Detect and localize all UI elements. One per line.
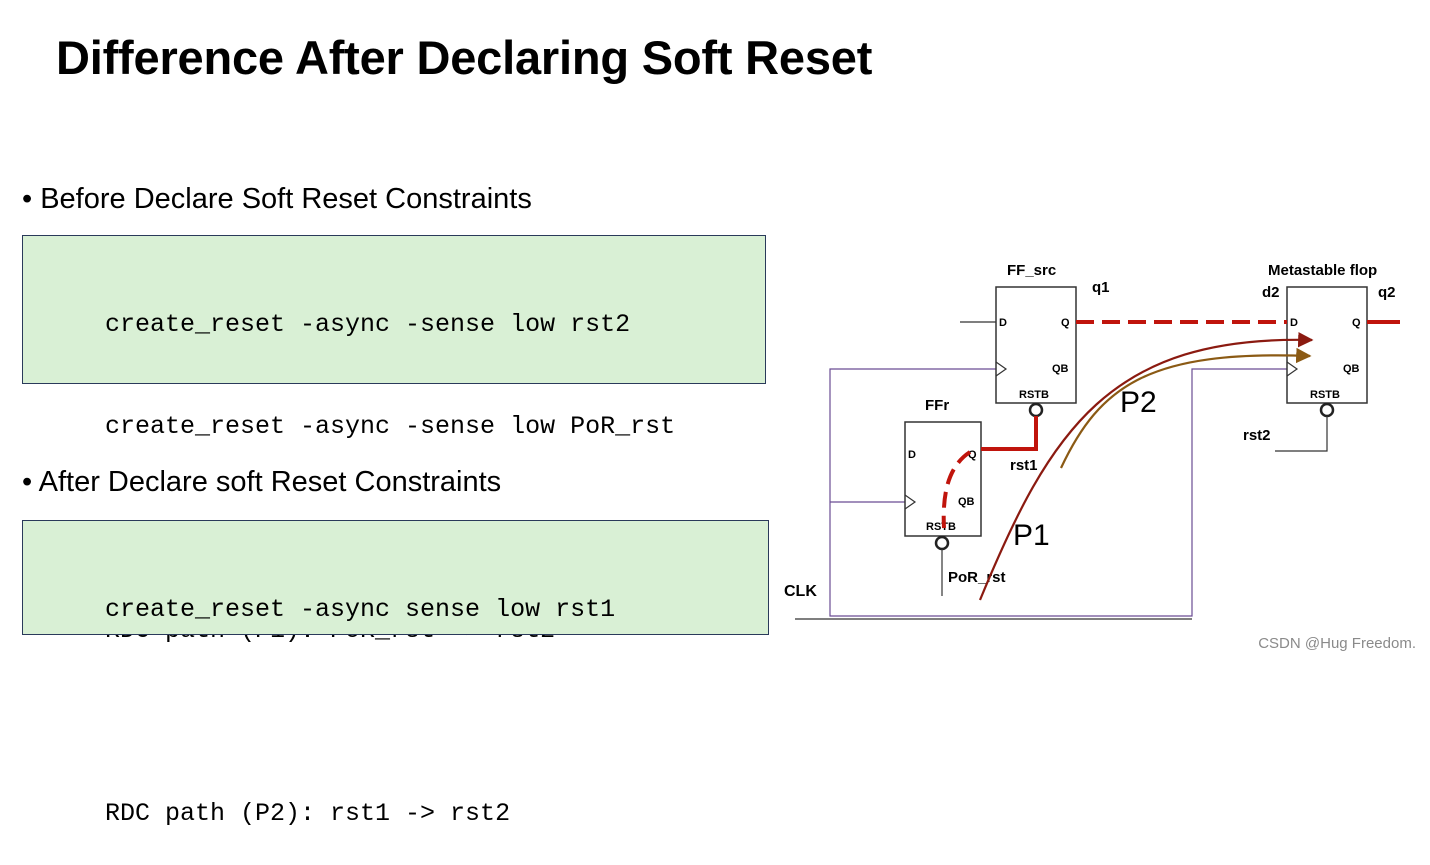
slide-title: Difference After Declaring Soft Reset xyxy=(56,31,873,84)
p1-label: P1 xyxy=(1013,519,1050,552)
p2-curve-arrow xyxy=(1060,347,1312,469)
before-bullet: • Before Declare Soft Reset Constraints xyxy=(22,183,532,215)
rdc-circuit-diagram: CLK FF_src D Q QB RSTB q1 FFr D Q QB RST… xyxy=(784,262,1400,620)
watermark: CSDN @Hug Freedom. xyxy=(1258,635,1416,652)
code-line: RDC path (P2): rst1 -> rst2 xyxy=(105,799,511,828)
por-rst-label: PoR_rst xyxy=(948,569,1006,586)
ff-src-flop: FF_src D Q QB RSTB q1 xyxy=(960,262,1110,418)
code-line: create_reset -async -sense low rst2 xyxy=(105,310,631,339)
p1-curve-arrow xyxy=(978,331,1314,601)
red-signal-path xyxy=(941,320,1400,529)
ffr-flop: FFr D Q QB RSTB rst1 PoR_rst xyxy=(904,397,1038,596)
meta-q-pin: Q xyxy=(1352,317,1361,329)
code-line: create_reset -async -sense low PoR_rst xyxy=(105,412,676,441)
meta-qb-pin: QB xyxy=(1343,363,1360,375)
code-line: create_reset -async sense low rst1 xyxy=(105,595,616,624)
after-bullet: • After Declare soft Reset Constraints xyxy=(22,466,502,498)
q1-label: q1 xyxy=(1092,279,1110,296)
ff-src-q-pin: Q xyxy=(1061,317,1070,329)
ff-src-rstb-pin: RSTB xyxy=(1019,389,1049,401)
q2-label: q2 xyxy=(1378,284,1396,301)
meta-rstb-pin: RSTB xyxy=(1310,389,1340,401)
ffr-qb-pin: QB xyxy=(958,496,975,508)
ff-src-d-pin: D xyxy=(999,317,1007,329)
rst2-label: rst2 xyxy=(1243,427,1271,444)
code-line xyxy=(105,695,768,729)
metastable-flop-label: Metastable flop xyxy=(1268,262,1377,279)
d2-label: d2 xyxy=(1262,284,1280,301)
ffr-d-pin: D xyxy=(908,449,916,461)
ffr-label: FFr xyxy=(925,397,949,414)
p2-label: P2 xyxy=(1120,386,1157,419)
clk-label: CLK xyxy=(784,583,817,600)
before-code-box: create_reset -async -sense low rst2 crea… xyxy=(22,235,766,645)
ffr-rstb-pin: RSTB xyxy=(926,521,956,533)
clk-wire xyxy=(829,368,1287,617)
meta-d-pin: D xyxy=(1290,317,1298,329)
ffr-q-pin: Q xyxy=(968,449,977,461)
ff-src-label: FF_src xyxy=(1007,262,1056,279)
rst1-label: rst1 xyxy=(1010,457,1038,474)
ff-src-qb-pin: QB xyxy=(1052,363,1069,375)
